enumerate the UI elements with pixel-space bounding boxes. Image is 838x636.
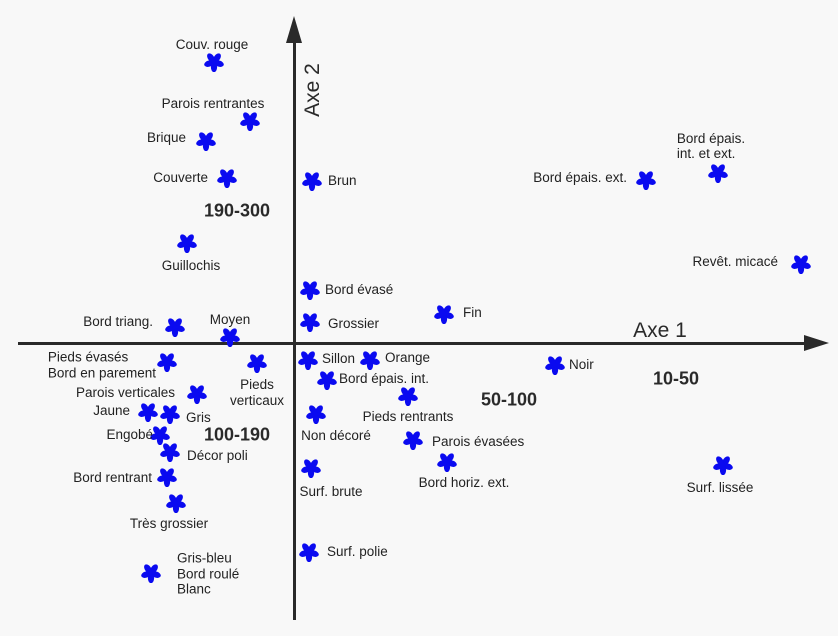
flower-marker-icon (187, 385, 207, 404)
point-label: Parois évasées (432, 434, 525, 450)
flower-marker-icon (247, 354, 267, 373)
flower-marker-icon (437, 453, 457, 472)
size-class-label: 100-190 (203, 424, 271, 445)
y-axis-arrowhead-icon (286, 16, 302, 43)
flower-marker-icon (636, 171, 656, 190)
point-label: Non décoré (301, 428, 371, 443)
size-class-label: 190-300 (203, 200, 271, 221)
flower-marker-icon (403, 431, 423, 450)
point-label: Bord épais. ext. (533, 170, 627, 186)
point-label: Fin (463, 305, 482, 321)
y-axis-title: Axe 2 (301, 63, 324, 117)
flower-marker-icon (157, 353, 177, 372)
point-label: Couverte (153, 170, 208, 186)
flower-marker-icon (217, 169, 237, 188)
point-label: Bord horiz. ext. (418, 475, 510, 490)
x-axis-arrowhead-icon (804, 335, 829, 351)
x-axis-line (18, 342, 808, 345)
flower-marker-icon (398, 387, 418, 406)
point-label: Bord épais. int. et ext. (676, 130, 746, 162)
flower-marker-icon (165, 318, 185, 337)
point-label: Orange (385, 350, 431, 366)
flower-marker-icon (791, 255, 811, 274)
flower-marker-icon (166, 494, 186, 513)
point-label: Brun (328, 173, 357, 189)
point-label: Surf. polie (327, 544, 388, 560)
flower-marker-icon (306, 405, 326, 424)
y-axis-line (293, 40, 296, 620)
point-label: Pieds rentrants (362, 409, 454, 424)
flower-marker-icon (302, 172, 322, 191)
flower-marker-icon (160, 405, 180, 424)
flower-marker-icon (141, 564, 161, 583)
point-label: Bord évasé (325, 282, 394, 298)
point-label: Surf. lissée (686, 480, 754, 495)
point-label: Surf. brute (299, 484, 363, 499)
point-label: Noir (569, 357, 594, 373)
point-label: Parois verticales (75, 385, 175, 401)
flower-marker-icon (196, 132, 216, 151)
x-axis-title: Axe 1 (633, 319, 687, 342)
point-label: Très grossier (129, 516, 209, 531)
flower-marker-icon (360, 351, 380, 370)
point-label: Sillon (322, 351, 356, 367)
flower-marker-icon (204, 53, 224, 72)
flower-marker-icon (708, 164, 728, 183)
point-label: Couv. rouge (175, 37, 249, 53)
flower-marker-icon (220, 328, 240, 347)
flower-marker-icon (317, 371, 337, 390)
point-label: Bord épais. int. (339, 371, 430, 387)
size-class-label: 10-50 (652, 368, 700, 389)
flower-marker-icon (160, 443, 180, 462)
flower-marker-icon (298, 351, 318, 370)
point-label: Brique (146, 130, 186, 146)
flower-marker-icon (157, 468, 177, 487)
size-class-label: 50-100 (480, 389, 538, 410)
point-label: Bord triang. (83, 314, 153, 330)
point-label: Bord rentrant (73, 470, 152, 486)
point-label: Guillochis (161, 258, 221, 273)
point-label: Pieds verticaux (229, 377, 285, 408)
flower-marker-icon (177, 234, 197, 253)
point-label: Grossier (328, 316, 380, 332)
flower-marker-icon (300, 281, 320, 300)
flower-marker-icon (138, 403, 158, 422)
point-label: Moyen (209, 312, 251, 328)
point-label: Décor poli (187, 448, 248, 464)
point-label: Pieds évasés Bord en parement (47, 349, 156, 380)
flower-marker-icon (545, 356, 565, 375)
flower-marker-icon (240, 112, 260, 131)
point-label: Parois rentrantes (161, 96, 265, 112)
point-label: Revêt. micacé (692, 254, 778, 270)
flower-marker-icon (434, 305, 454, 324)
point-label: Gris-bleu Bord roulé Blanc (177, 550, 240, 597)
point-label: Gris (186, 410, 211, 426)
flower-marker-icon (299, 543, 319, 562)
flower-marker-icon (150, 426, 170, 445)
point-label: Jaune (93, 403, 130, 419)
point-label: Engobé (106, 427, 153, 443)
flower-marker-icon (301, 459, 321, 478)
flower-marker-icon (713, 456, 733, 475)
flower-marker-icon (300, 313, 320, 332)
